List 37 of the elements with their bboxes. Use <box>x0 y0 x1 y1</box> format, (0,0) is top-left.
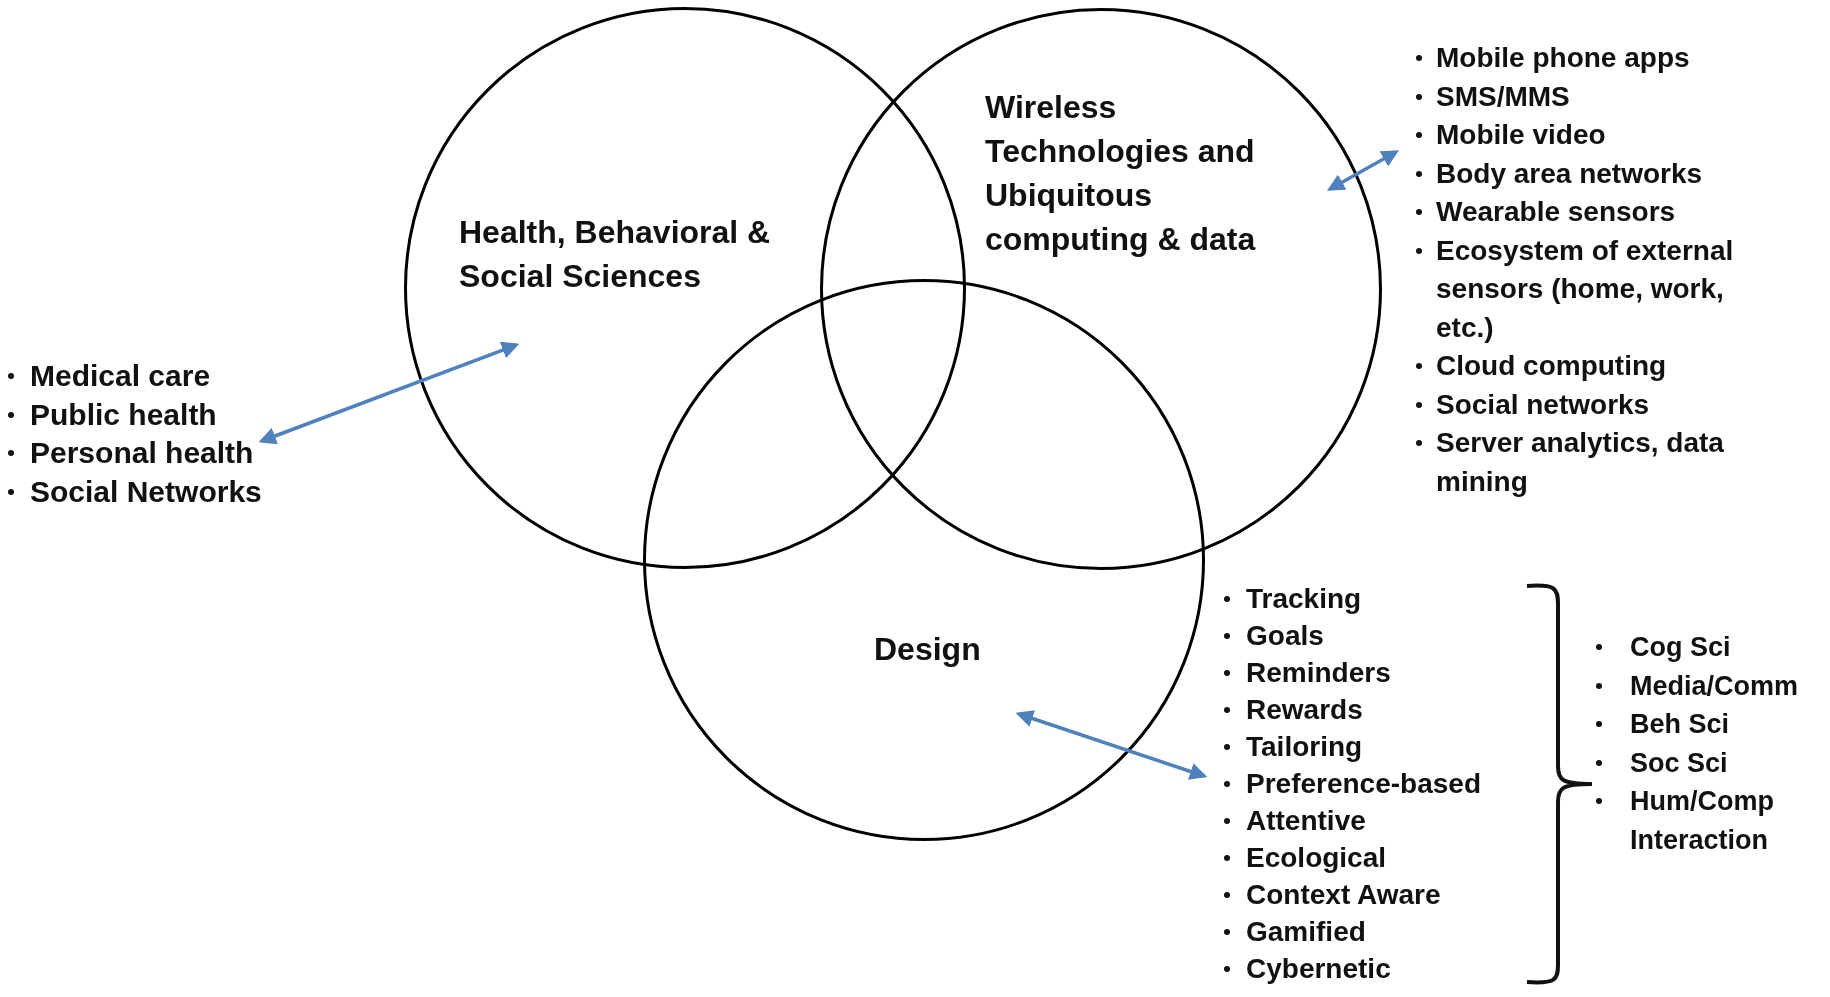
bullet-item: Attentive <box>1222 802 1366 839</box>
bullet-item: Reminders <box>1222 654 1391 691</box>
bullet-item: Social networks <box>1414 385 1650 424</box>
discipline-item: Beh Sci <box>1594 705 1730 744</box>
bullet-item: Cloud computing <box>1414 347 1667 386</box>
bullet-item: Ecological <box>1222 839 1387 876</box>
bullet-item: Gamified <box>1222 913 1366 950</box>
bullet-item: Tracking <box>1222 580 1362 617</box>
bullet-item: Cybernetic <box>1222 950 1391 987</box>
circle-title: Health, Behavioral & Social Sciences <box>459 213 772 296</box>
bullet-item: Body area networks <box>1414 154 1703 193</box>
discipline-item: Cog Sci <box>1594 628 1731 667</box>
double-arrow <box>1015 710 1208 780</box>
bullet-item: Ecosystem of external sensors (home, work, etc.) <box>1414 231 1776 347</box>
bullet-item: Mobile phone apps <box>1414 39 1690 78</box>
bullet-item: Public health <box>6 395 217 434</box>
bullet-item: Personal health <box>6 434 254 473</box>
venn-circle <box>404 7 966 569</box>
discipline-item: Hum/Comp Interaction <box>1594 782 1830 859</box>
bullet-item: Preference-based <box>1222 765 1481 802</box>
bullet-item: Medical care <box>6 357 211 396</box>
bullet-item: Mobile video <box>1414 116 1606 155</box>
bullet-item: Tailoring <box>1222 728 1363 765</box>
discipline-item: Media/Comm <box>1594 666 1799 705</box>
venn-circle <box>820 8 1382 570</box>
bullet-item: Rewards <box>1222 691 1363 728</box>
double-arrow <box>258 341 520 445</box>
circle-title: Design <box>874 630 982 669</box>
bullet-item: Social Networks <box>6 472 262 511</box>
bullet-item: Goals <box>1222 617 1324 654</box>
circle-title: Wireless Technologies and Ubiquitous computing & data <box>985 88 1257 259</box>
double-arrow <box>1326 150 1400 191</box>
discipline-item: Soc Sci <box>1594 743 1728 782</box>
bullet-item: SMS/MMS <box>1414 77 1570 116</box>
bullet-item: Context Aware <box>1222 876 1441 913</box>
bullet-item: Wearable sensors <box>1414 193 1676 232</box>
bullet-item: Server analytics, data mining <box>1414 424 1776 501</box>
